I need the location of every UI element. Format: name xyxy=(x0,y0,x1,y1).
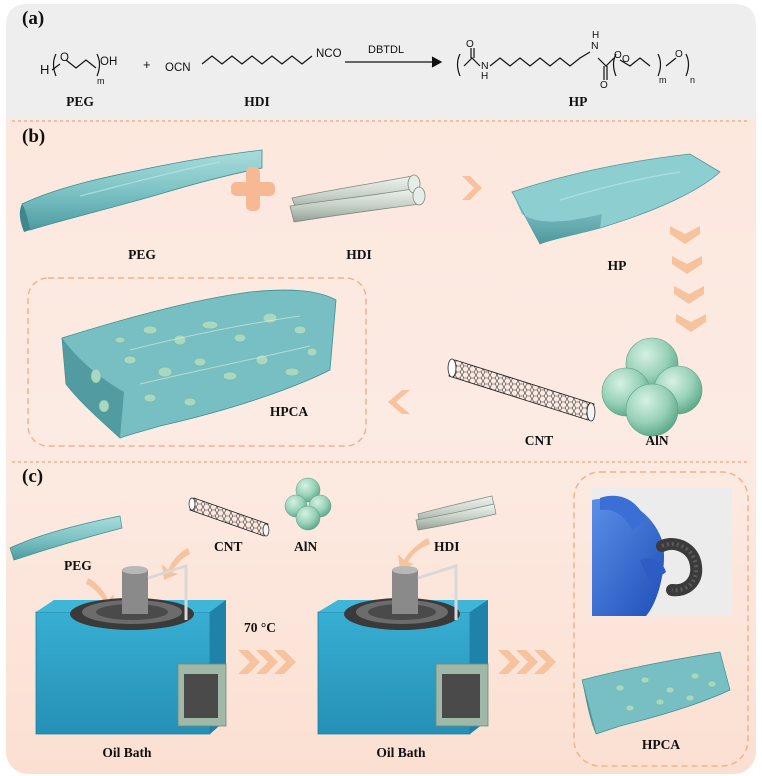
label-cnt-c: CNT xyxy=(214,539,243,554)
hp-o4: O xyxy=(622,54,630,65)
hpca-block-c xyxy=(581,651,731,735)
label-hdi-a: HDI xyxy=(244,94,270,109)
hp-o5: O xyxy=(675,49,683,60)
label-peg-c: PEG xyxy=(64,558,92,573)
arrow-chevrons-1 xyxy=(238,650,296,674)
hp-ester-o3: O xyxy=(614,50,622,61)
label-hp-a: HP xyxy=(568,94,588,109)
cnt-tube-b xyxy=(447,358,596,422)
catalyst-label: DBTDL xyxy=(368,44,405,56)
peg-m-subscript: m xyxy=(97,76,105,86)
peg-film-b xyxy=(19,149,263,232)
reaction-scheme xyxy=(51,48,690,80)
peg-oh-group: OH xyxy=(100,56,118,68)
hp-n2: N xyxy=(591,40,599,52)
cnt-tube-c xyxy=(188,497,270,537)
plus-sign: + xyxy=(143,57,151,72)
label-hp-b: HP xyxy=(607,258,627,273)
hp-n-subscript: n xyxy=(690,75,696,85)
hp-block-b xyxy=(511,153,721,245)
hpca-box-b xyxy=(27,277,367,447)
label-oil-bath-2: Oil Bath xyxy=(376,745,426,760)
aln-spheres-c xyxy=(284,477,332,531)
peg-o-atom: O xyxy=(60,52,69,64)
hp-carbonyl-o1: O xyxy=(466,39,474,50)
peg-film-c xyxy=(9,515,123,561)
label-hdi-b: HDI xyxy=(346,247,372,262)
label-peg-b: PEG xyxy=(128,247,156,262)
arrow-chevrons-2 xyxy=(498,650,556,674)
plus-icon xyxy=(231,167,275,211)
hpca-box-c xyxy=(573,471,749,767)
oil-bath-1 xyxy=(35,563,227,735)
hp-m-subscript: m xyxy=(659,75,667,85)
label-hpca-c: HPCA xyxy=(641,737,681,752)
label-hpca-b: HPCA xyxy=(269,404,309,419)
label-aln-b: AlN xyxy=(645,433,669,448)
hdi-tubes-c xyxy=(415,495,497,531)
panel-label-a: (a) xyxy=(22,8,45,29)
hp-carbonyl-o2: O xyxy=(600,80,608,91)
label-oil-bath-1: Oil Bath xyxy=(102,745,152,760)
panel-label-c: (c) xyxy=(22,466,44,487)
label-peg-a: PEG xyxy=(66,94,94,109)
hpca-photo xyxy=(592,488,732,616)
label-hdi-c: HDI xyxy=(434,539,460,554)
panel-label-b: (b) xyxy=(22,126,46,147)
arrow-left-icon xyxy=(388,390,410,414)
arrow-down-icons xyxy=(670,226,706,332)
label-aln-c: AlN xyxy=(294,539,318,554)
hdi-nco-group: NCO xyxy=(316,48,342,60)
hdi-ocn-group: OCN xyxy=(165,62,191,74)
hp-h1: H xyxy=(481,71,489,82)
peg-h-atom: H xyxy=(40,62,50,77)
hpca-block-b xyxy=(61,289,337,439)
oil-bath-2 xyxy=(317,563,489,735)
arrow-right-icon xyxy=(462,176,482,200)
hdi-tubes-b xyxy=(289,174,426,223)
hp-h2: H xyxy=(592,30,600,41)
label-cnt-b: CNT xyxy=(524,433,554,448)
hp-n1: N xyxy=(481,60,489,72)
label-temperature: 70 °C xyxy=(244,620,277,635)
aln-spheres-b xyxy=(601,337,703,437)
